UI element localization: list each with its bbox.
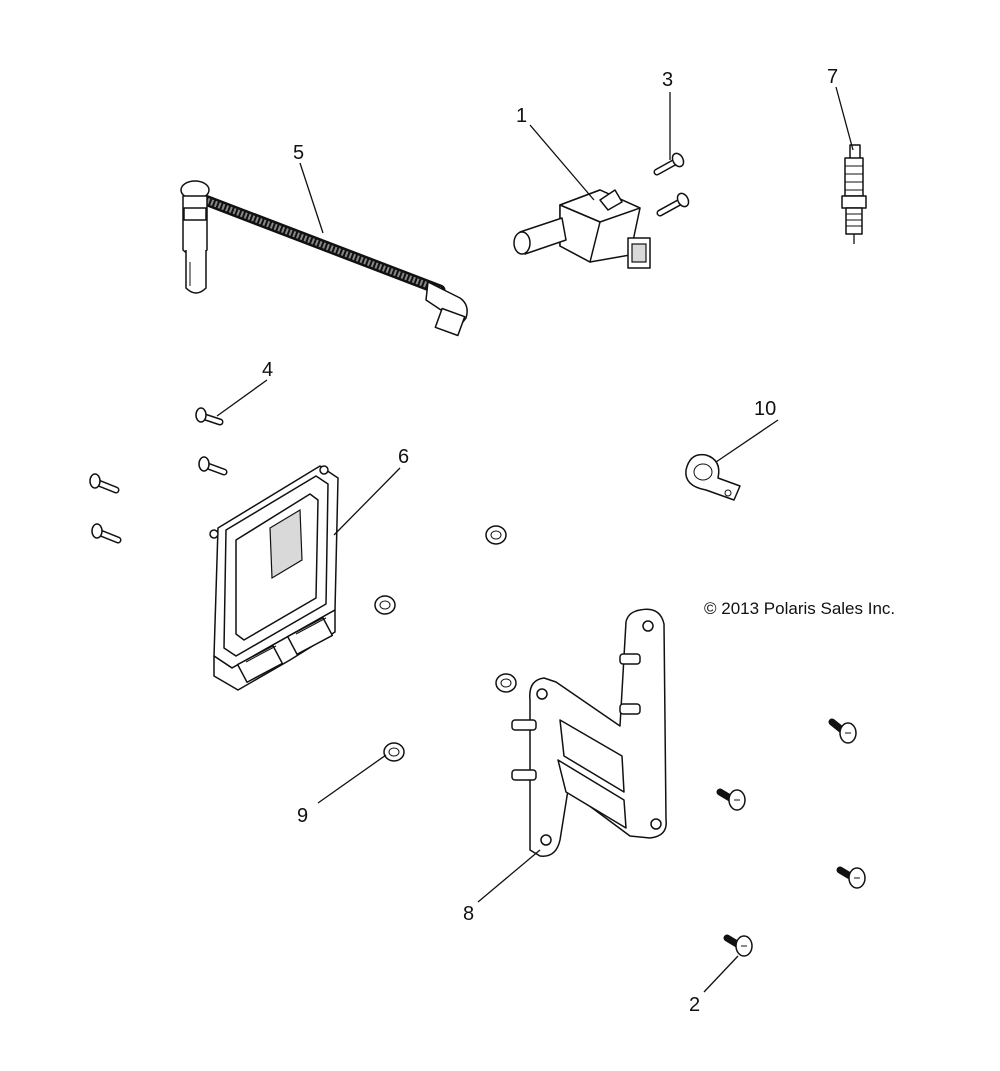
part-4-screw-3 [89, 473, 120, 494]
callout-8: 8 [463, 903, 474, 925]
part-9-nut [485, 525, 507, 545]
leader-line-5 [299, 162, 324, 234]
leader-line-7 [835, 86, 854, 151]
part-8-bracket [511, 608, 667, 857]
callout-3: 3 [662, 69, 673, 91]
part-6-ecu [209, 465, 339, 691]
leader-line-2 [703, 955, 739, 993]
callout-7: 7 [827, 66, 838, 88]
callout-6: 6 [398, 446, 409, 468]
part-4-screw [195, 407, 224, 426]
leader-line-4 [216, 379, 268, 417]
leader-line-8 [477, 849, 541, 903]
part-3-coil-bolt-2 [656, 192, 690, 217]
copyright-notice: © 2013 Polaris Sales Inc. [704, 599, 895, 618]
part-1-ignition-coil [513, 189, 651, 269]
part-2-screw-2 [716, 788, 746, 811]
leader-line-1 [529, 124, 595, 201]
part-2-screw [828, 718, 857, 744]
part-9-nut-4 [383, 742, 405, 762]
leader-line-6 [333, 467, 401, 536]
callout-4: 4 [262, 359, 273, 381]
part-2-screw-4 [723, 934, 753, 957]
callout-10: 10 [754, 398, 776, 420]
part-5-spark-plug-wire [180, 180, 468, 337]
part-10-clamp [685, 453, 741, 501]
part-4-screw-2 [198, 456, 228, 476]
callout-1: 1 [516, 105, 527, 127]
part-3-coil-bolt [653, 152, 685, 176]
part-9-nut-2 [374, 595, 396, 615]
part-9-nut-3 [495, 673, 517, 693]
leader-line-10 [715, 419, 779, 463]
part-4-screw-4 [91, 523, 122, 544]
leader-line-9 [317, 754, 387, 804]
callout-2: 2 [689, 994, 700, 1016]
callout-9: 9 [297, 805, 308, 827]
part-2-screw-3 [836, 866, 866, 889]
callout-5: 5 [293, 142, 304, 164]
part-7-spark-plug [841, 144, 867, 244]
